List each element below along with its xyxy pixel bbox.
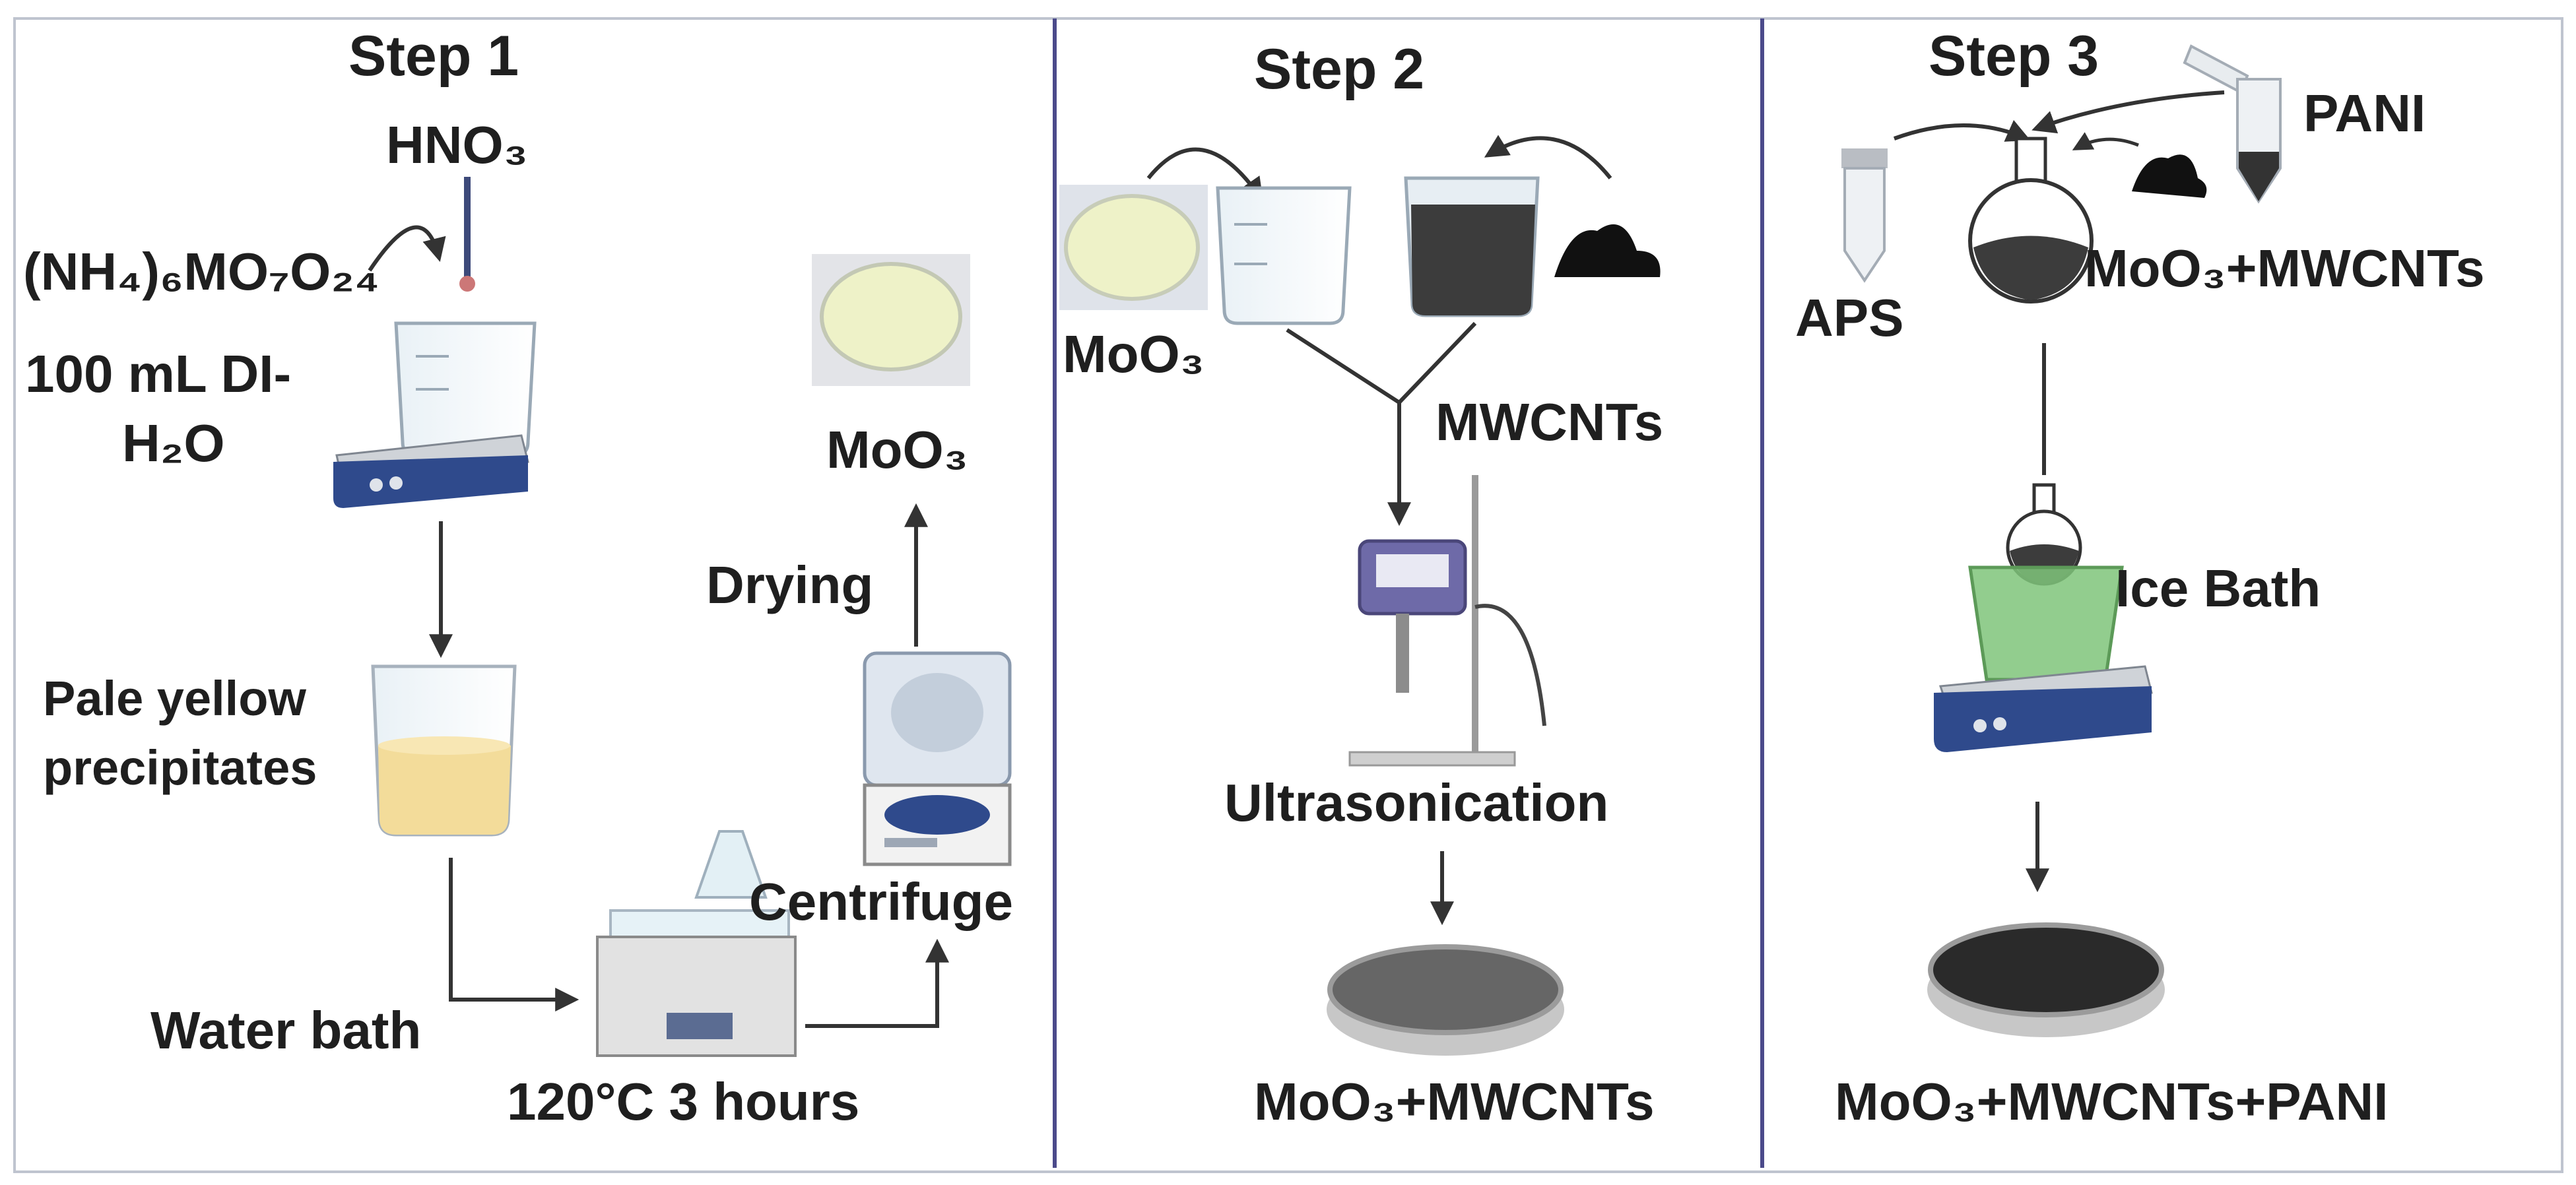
step3-mixture-label: MoO₃+MWCNTs [2084,239,2485,298]
pani-composite-dish-icon [1927,922,2165,1037]
precipitate-label-line1: Pale yellow [43,671,306,726]
arrow-to-centrifuge [805,938,949,1028]
beaker-on-hotplate-icon [333,321,537,508]
round-flask-icon [1968,137,2094,304]
precipitate-beaker-icon [371,664,517,837]
arrow-to-water-bath [449,858,579,1011]
drying-label: Drying [706,556,874,614]
precipitate-label-line2: precipitates [43,740,317,795]
step3-title: Step 3 [1929,24,2099,88]
mwcnt-powder-icon [1554,224,1661,277]
solvent-label-line2: H₂O [122,414,225,472]
arrow-powder-to-flask [2072,132,2139,150]
arrow-aps-to-flask [1893,119,2031,142]
step3-powder-icon [2132,154,2207,198]
ice-bath-label: Ice Bath [2115,559,2321,618]
step2-product-label: MoO₃+MWCNTs [1254,1072,1655,1131]
empty-beaker-icon [1216,186,1352,325]
aps-tube-icon [1841,148,1888,283]
arrow-moo3-to-beaker [1146,147,1264,202]
water-bath-icon [596,830,797,1057]
moo3-petri-dish-icon [812,254,970,386]
arrow-pani-to-flask [2031,90,2225,134]
arrow-precursor [368,225,446,272]
step3-product-label: MoO₃+MWCNTs+PANI [1835,1072,2389,1131]
moo3-dish-step2-icon [1059,185,1208,310]
step1-title: Step 1 [348,24,519,88]
step2-moo3-label: MoO₃ [1063,325,1205,383]
mwcnts-label: MWCNTs [1436,393,1664,451]
centrifuge-icon [863,651,1012,866]
ultrasonication-label: Ultrasonication [1224,773,1609,832]
outer-frame [13,17,2563,1173]
arrow-powder-to-beaker [1484,135,1612,179]
precursor-label: (NH₄)₆MO₇O₂₄ [23,242,380,301]
hno3-label: HNO₃ [386,115,528,174]
pani-label: PANI [2303,84,2426,143]
ice-bath-icon [1934,483,2153,752]
conditions-label: 120°C 3 hours [507,1072,860,1131]
water-bath-label: Water bath [150,1001,422,1060]
pani-tube-icon [2183,44,2282,204]
mwcnt-product-dish-icon [1327,944,1564,1056]
centrifuge-label: Centrifuge [749,872,1013,931]
step2-title: Step 2 [1254,38,1425,101]
step1-product-label: MoO₃ [826,420,968,479]
solvent-label-line1: 100 mL DI- [25,344,292,403]
merge-lines [1286,321,1477,405]
aps-label: APS [1795,288,1904,347]
mwcnt-beaker-icon [1404,176,1540,317]
ultrasonicator-icon [1348,475,1546,767]
